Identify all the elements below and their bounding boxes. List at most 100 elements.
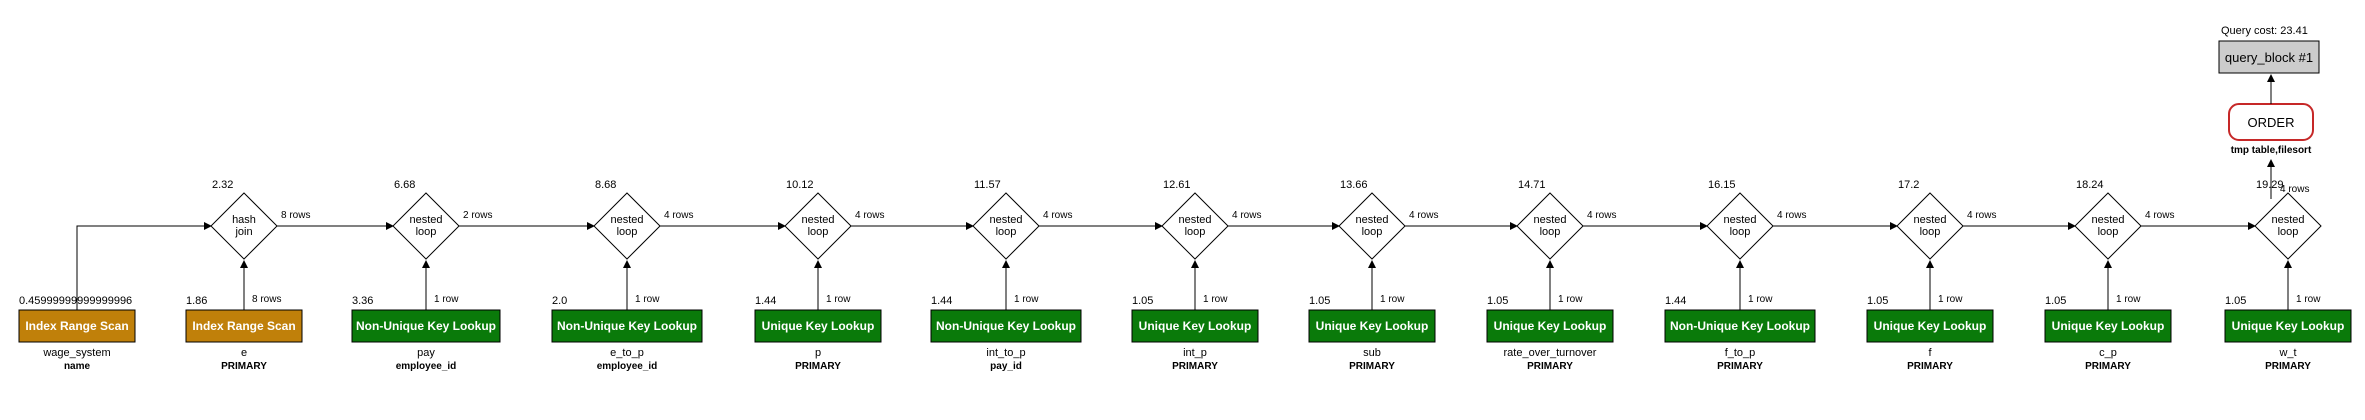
edge-table-0-to-join-0 [76,222,212,310]
join-label: loop [617,226,638,238]
join-diamond [1706,192,1774,260]
table-node-rate_over_turnover[interactable]: Unique Key Lookup 1.05 rate_over_turnoverP… [1486,295,1614,372]
access-type-box [18,309,136,343]
table-input-rows: 1 row [1748,294,1773,305]
table-cost: 1.05 [1132,295,1153,307]
final-rows-label: 4 rows [2280,184,2309,195]
join-label: loop [1730,226,1751,238]
join-label: loop [2278,226,2299,238]
table-key: employee_id [396,361,457,372]
table-cost: 1.05 [2225,295,2246,307]
table-key: PRIMARY [1907,361,1953,372]
join-diamond [1338,192,1406,260]
join-diamond [1161,192,1229,260]
table-cost: 1.05 [2045,295,2066,307]
join-label: nested [2271,214,2304,226]
table-input-rows: 1 row [1938,294,1963,305]
join-label: nested [1723,214,1756,226]
table-name: pay [417,347,435,359]
join-label: nested [801,214,834,226]
order-label: ORDER [2248,115,2295,130]
join-cost: 18.24 [2076,179,2104,191]
access-type-label: Non-Unique Key Lookup [1670,319,1810,333]
query-block-node[interactable]: query_block #1 [2218,40,2320,74]
table-key: PRIMARY [221,361,267,372]
table-cost: 1.44 [755,295,776,307]
table-name: e_to_p [610,347,644,359]
join-cost: 10.12 [786,179,814,191]
table-key: PRIMARY [1172,361,1218,372]
table-name: rate_over_turnover [1504,347,1597,359]
join-label: join [234,226,252,238]
join-output-rows: 2 rows [463,210,492,221]
table-key: employee_id [597,361,658,372]
join-cost: 17.2 [1898,179,1919,191]
table-name: p [815,347,821,359]
table-input-rows: 1 row [1380,294,1405,305]
join-output-rows: 4 rows [855,210,884,221]
join-cost: 11.57 [974,179,1001,191]
access-type-box [754,309,882,343]
join-cost: 14.71 [1518,179,1546,191]
access-type-box [1664,309,1816,343]
table-node-e_to_p[interactable]: Non-Unique Key Lookup2.0e_to_pemployee_i… [551,295,703,372]
join-diamond [593,192,661,260]
join-output-rows: 4 rows [2145,210,2174,221]
access-type-label: Unique Key Lookup [1139,319,1252,333]
table-cost: 1.05 [1487,295,1508,307]
table-key: PRIMARY [2085,361,2131,372]
join-cost: 19.29 [2256,179,2284,191]
table-cost: 1.44 [1665,295,1686,307]
access-type-label: Unique Key Lookup [1494,319,1607,333]
table-input-rows: 1 row [1014,294,1039,305]
join-label: hash [232,214,256,226]
join-output-rows: 4 rows [1587,210,1616,221]
join-output-rows: 4 rows [1967,210,1996,221]
join-diamond [2254,192,2322,260]
table-input-rows: 1 row [826,294,851,305]
join-diamond [210,192,278,260]
table-key: PRIMARY [2265,361,2311,372]
order-node[interactable]: ORDER tmp table,filesort [2228,103,2314,156]
query-cost-label: Query cost: 23.41 [2221,25,2308,37]
access-type-label: Index Range Scan [192,319,295,333]
table-cost: 2.0 [552,295,567,307]
join-label: nested [1533,214,1566,226]
access-type-label: Unique Key Lookup [2232,319,2345,333]
table-input-rows: 1 row [2296,294,2321,305]
join-label: nested [2091,214,2124,226]
join-diamond [784,192,852,260]
query-block-label: query_block #1 [2225,50,2313,65]
table-node-wage_system[interactable]: Index Range Scan0.45999999999999996wage_… [18,295,136,372]
join-label: nested [610,214,643,226]
access-type-box [551,309,703,343]
table-key: PRIMARY [1527,361,1573,372]
table-name: w_t [2278,347,2296,359]
join-output-rows: 4 rows [1043,210,1072,221]
access-type-box [1131,309,1259,343]
